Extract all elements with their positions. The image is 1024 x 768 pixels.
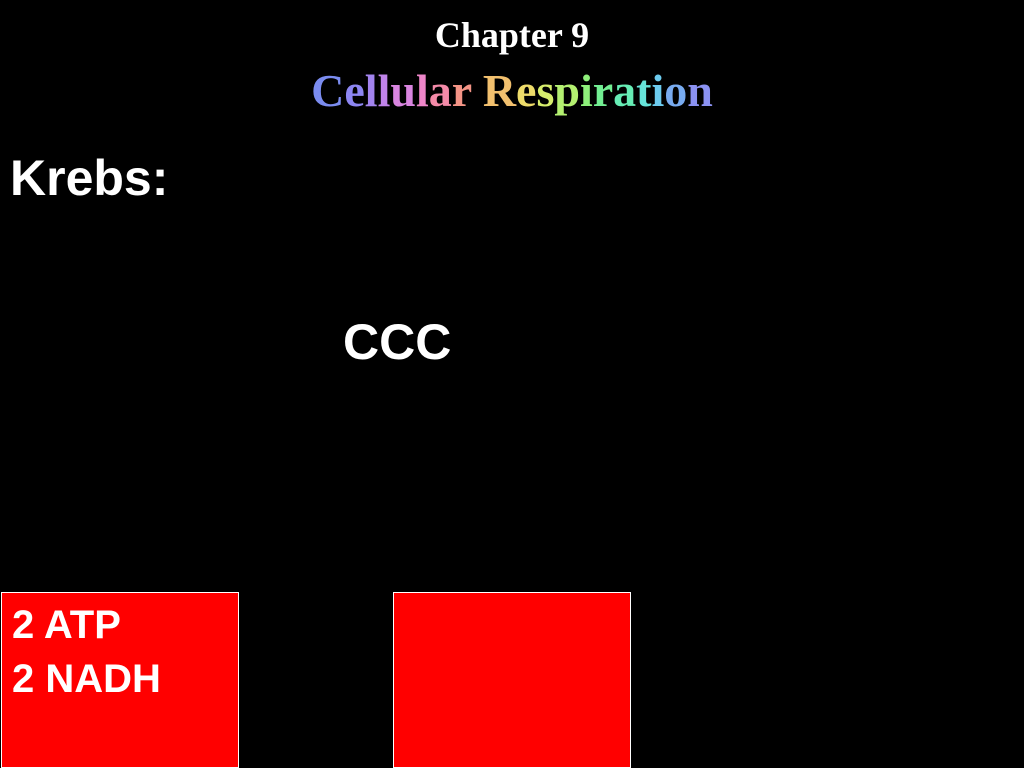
atp-yield-text: 2 ATP — [12, 603, 121, 647]
title-letter: o — [664, 65, 688, 116]
title-letter: u — [390, 65, 416, 116]
title-letter: t — [636, 65, 652, 116]
title-letter: R — [482, 65, 517, 116]
title-letter: i — [651, 65, 665, 116]
title-letter: e — [516, 65, 537, 116]
title-letter: a — [428, 65, 452, 116]
title-letter: r — [451, 65, 472, 116]
title-letter: i — [579, 65, 593, 116]
krebs-heading: Krebs: — [10, 150, 169, 206]
nadh-yield-text: 2 NADH — [12, 657, 161, 701]
title-letter: s — [536, 65, 555, 116]
chapter-title: Chapter 9 — [434, 15, 590, 55]
title-letter: l — [415, 65, 429, 116]
energy-yield-box: 2 ATP 2 NADH — [1, 592, 239, 768]
title-letter: a — [613, 65, 637, 116]
title-letter: r — [592, 65, 614, 116]
title-letter: C — [311, 65, 345, 116]
title-letter — [471, 65, 483, 116]
title-letter: n — [687, 65, 713, 116]
title-letter: l — [377, 65, 391, 116]
main-title: Cellular Respiration — [0, 64, 1024, 118]
title-letter: l — [364, 65, 378, 116]
empty-red-box — [393, 592, 631, 768]
title-letter: p — [554, 65, 580, 116]
title-letter: e — [344, 65, 365, 116]
carbon-chain-label: CCC — [343, 314, 452, 370]
